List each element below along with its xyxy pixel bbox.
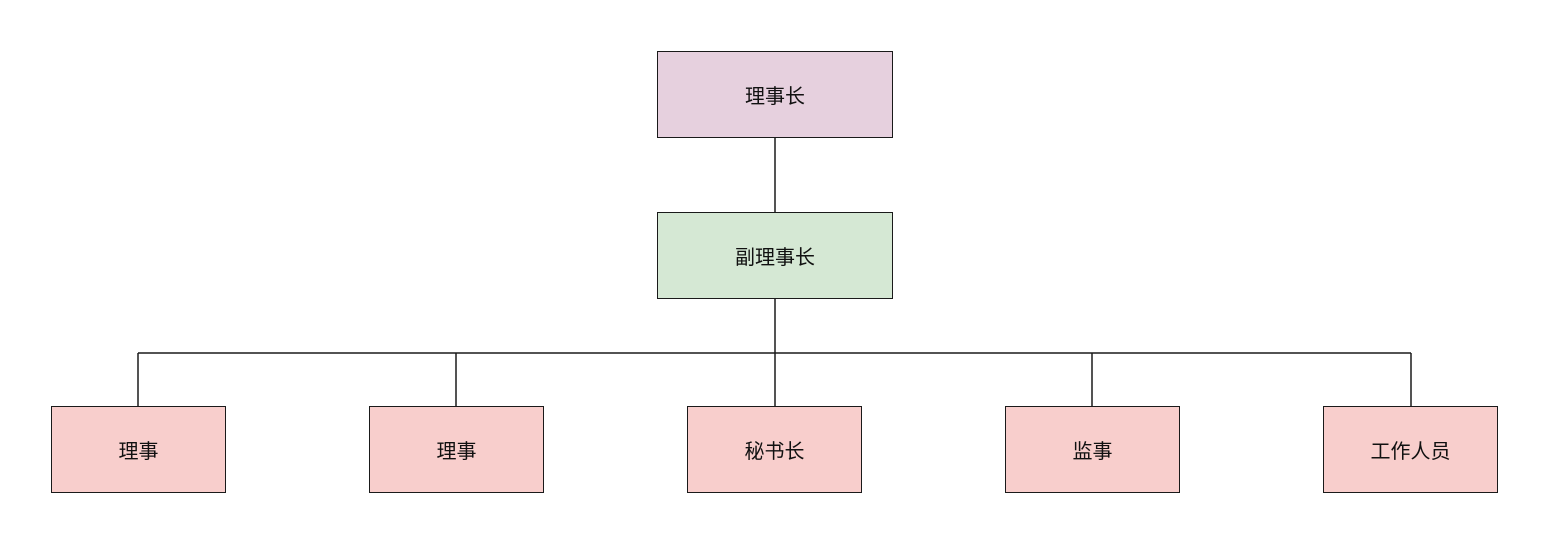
node-vice-chairman: 副理事长 (657, 212, 893, 299)
node-secretary-general: 秘书长 (687, 406, 862, 493)
node-director-2-label: 理事 (436, 439, 477, 463)
node-director-1-label: 理事 (118, 439, 159, 463)
node-staff: 工作人员 (1323, 406, 1498, 493)
node-secretary-general-label: 秘书长 (744, 439, 805, 463)
node-vice-chairman-label: 副理事长 (735, 245, 815, 269)
node-supervisor-label: 监事 (1072, 439, 1113, 463)
node-director-2: 理事 (369, 406, 544, 493)
node-chairman: 理事长 (657, 51, 893, 138)
node-supervisor: 监事 (1005, 406, 1180, 493)
node-director-1: 理事 (51, 406, 226, 493)
node-chairman-label: 理事长 (745, 84, 805, 108)
node-staff-label: 工作人员 (1370, 439, 1451, 463)
